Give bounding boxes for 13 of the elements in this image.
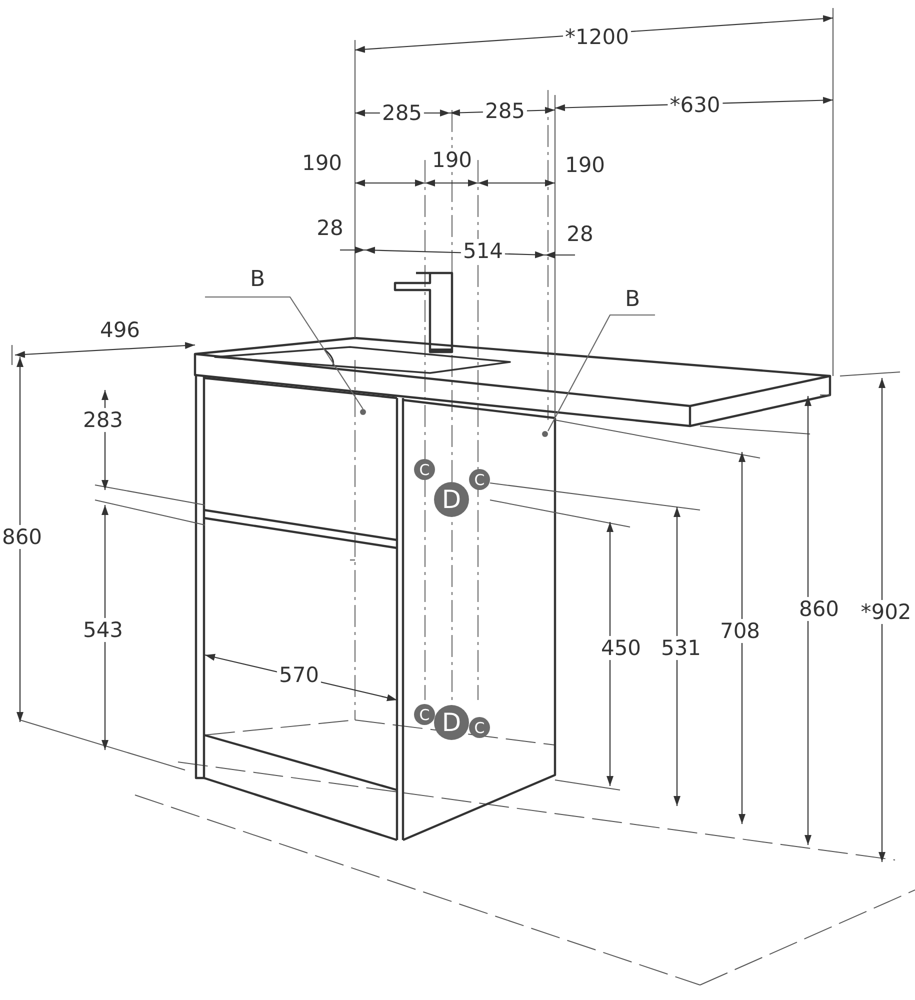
leader-line (548, 314, 655, 432)
callout-letter: B (610, 285, 655, 315)
pipe-outlet-marker: D (434, 705, 469, 740)
callout-letter: B (205, 265, 290, 297)
dimension-label: 514 (460, 239, 506, 263)
pipe-outlet-marker: C (469, 717, 490, 738)
pipe-outlet-marker: C (469, 469, 490, 490)
pipe-outlet-marker: D (434, 482, 469, 517)
pipe-outlet-marker: C (414, 704, 435, 725)
connection-point (542, 431, 548, 437)
leader-line (205, 296, 364, 410)
connection-point (360, 409, 366, 415)
pipe-outlet-marker: C (414, 459, 435, 480)
